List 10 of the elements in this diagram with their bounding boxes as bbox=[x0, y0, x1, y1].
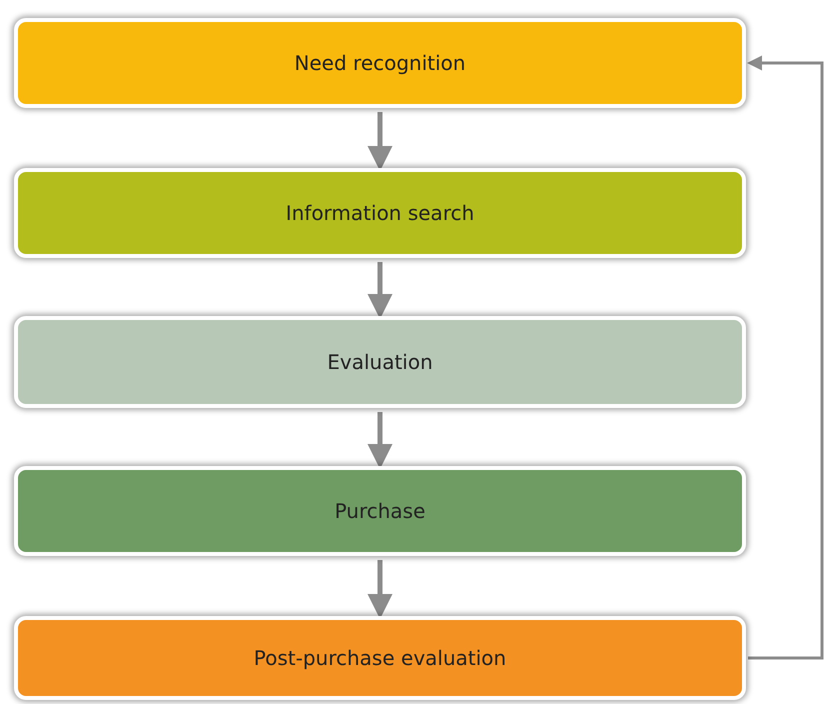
arrow bbox=[368, 112, 392, 171]
arrow bbox=[368, 412, 392, 469]
step-label: Evaluation bbox=[327, 350, 433, 374]
step-label: Information search bbox=[286, 201, 474, 225]
step-label: Purchase bbox=[334, 499, 426, 523]
arrow bbox=[368, 560, 392, 619]
step-label: Need recognition bbox=[294, 51, 466, 75]
arrow bbox=[368, 262, 392, 319]
arrow bbox=[747, 56, 824, 660]
step-label: Post-purchase evaluation bbox=[254, 646, 506, 670]
